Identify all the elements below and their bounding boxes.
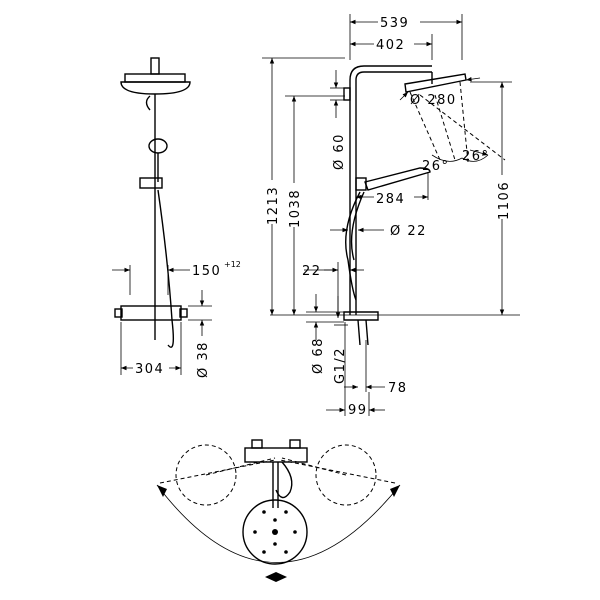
side-hand-shower <box>364 167 431 191</box>
dim-dia-22: Ø 22 <box>390 224 427 239</box>
top-overhead-shower <box>242 499 308 565</box>
swing-circle-right <box>315 444 377 506</box>
front-overhead-shower <box>120 81 191 95</box>
dim-1213: 1213 <box>266 186 281 225</box>
side-overhead-shower <box>404 73 467 93</box>
dim-angle-26-right: 26° <box>462 149 490 164</box>
dim-angle-26-left: 26° <box>422 159 450 174</box>
dim-78: 78 <box>388 381 408 396</box>
dim-304: 304 <box>135 362 164 377</box>
dim-1106: 1106 <box>497 181 512 220</box>
dim-402: 402 <box>376 38 405 53</box>
front-thermostat <box>120 305 182 321</box>
dim-99: 99 <box>348 403 368 418</box>
dim-dia-68: Ø 68 <box>311 337 326 374</box>
dim-150: 150 <box>192 264 221 279</box>
dim-dia-38: Ø 38 <box>196 341 211 378</box>
front-hand-shower <box>148 138 168 154</box>
dim-dia-280: Ø 280 <box>410 93 457 108</box>
dim-22: 22 <box>302 264 322 279</box>
dim-539: 539 <box>380 16 409 31</box>
dim-284: 284 <box>376 192 405 207</box>
dim-dia-60: Ø 60 <box>332 133 347 170</box>
dim-150-tolerance: +12 <box>224 260 241 269</box>
side-view: 539 402 Ø 280 Ø 60 1213 1038 1106 <box>262 14 520 418</box>
swing-arc <box>156 484 401 563</box>
front-hose <box>157 189 175 348</box>
swing-circle-left <box>175 444 237 506</box>
front-slider <box>139 177 163 189</box>
front-view: 150 +12 304 Ø 38 <box>112 57 241 378</box>
top-thermostat <box>244 447 308 463</box>
dim-g-1-2: G1/2 <box>333 347 348 384</box>
top-view <box>156 439 401 582</box>
dim-1038: 1038 <box>288 189 303 228</box>
